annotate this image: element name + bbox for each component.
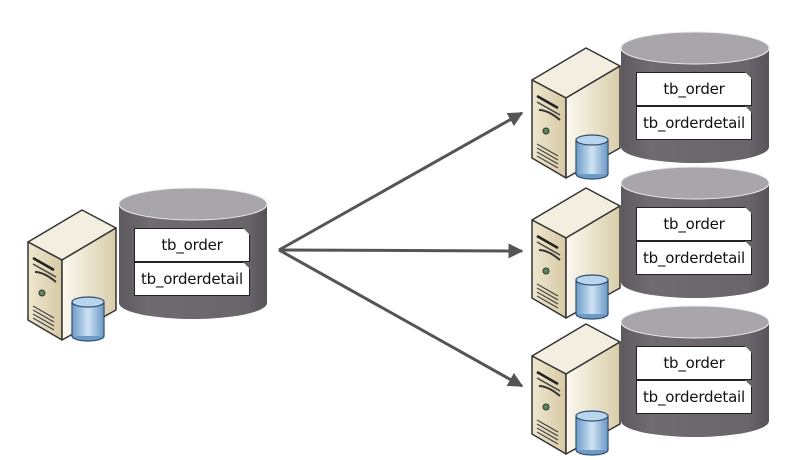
database-cylinder-icon: tb_order tb_orderdetail (620, 166, 770, 300)
database-cylinder-icon: tb_order tb_orderdetail (620, 305, 770, 439)
table-label: tb_orderdetail (134, 262, 250, 296)
arrow-to-target-2 (278, 243, 524, 259)
table-label: tb_orderdetail (636, 241, 752, 275)
edges (278, 111, 524, 388)
table-label: tb_order (636, 72, 752, 106)
table-label: tb_orderdetail (636, 106, 752, 140)
arrow-to-target-1 (278, 111, 524, 252)
target-node-1: tb_order tb_orderdetail (526, 30, 776, 180)
database-cylinder-icon: tb_order tb_orderdetail (620, 31, 770, 165)
table-label: tb_orderdetail (636, 380, 752, 414)
server-icon (528, 184, 624, 320)
source-node: tb_order tb_orderdetail (22, 186, 272, 342)
table-label: tb_order (134, 228, 250, 262)
table-label: tb_order (636, 207, 752, 241)
target-node-3: tb_order tb_orderdetail (526, 304, 776, 456)
arrow-to-target-3 (278, 248, 524, 388)
database-cylinder-icon: tb_order tb_orderdetail (118, 187, 268, 321)
table-label: tb_order (636, 346, 752, 380)
server-icon (24, 206, 120, 342)
server-icon (528, 44, 624, 180)
target-node-2: tb_order tb_orderdetail (526, 166, 776, 320)
server-icon (528, 320, 624, 456)
